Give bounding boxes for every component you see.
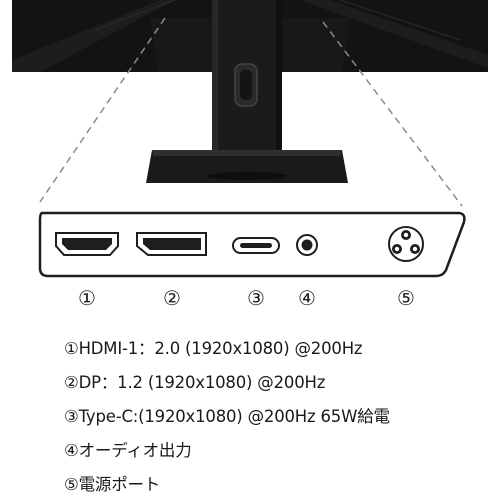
spec-line-audio: ④オーディオ出力 <box>64 441 192 460</box>
spec-line-dp: ②DP：1.2 (1920x1080) @200Hz <box>64 373 326 392</box>
spec-line-type-c: ③Type-C:(1920x1080) @200Hz 65W給電 <box>64 407 390 426</box>
port-marker-5: ⑤ <box>397 286 415 310</box>
displayport-icon <box>136 232 207 256</box>
spec-line-power: ⑤電源ポート <box>64 475 161 494</box>
hdmi-port-icon <box>55 232 119 256</box>
monitor-stand <box>146 0 348 183</box>
port-marker-4: ④ <box>298 286 316 310</box>
spec-line-hdmi: ①HDMI-1：2.0 (1920x1080) @200Hz <box>64 339 363 358</box>
usb-c-port-icon <box>232 237 280 254</box>
leader-line-right <box>322 21 463 207</box>
port-marker-1: ① <box>78 286 96 310</box>
port-marker-3: ③ <box>247 286 265 310</box>
audio-jack-icon <box>296 234 318 256</box>
power-port-icon <box>388 226 424 262</box>
port-marker-2: ② <box>163 286 181 310</box>
leader-line-left <box>39 17 166 203</box>
stand-base <box>146 150 348 183</box>
